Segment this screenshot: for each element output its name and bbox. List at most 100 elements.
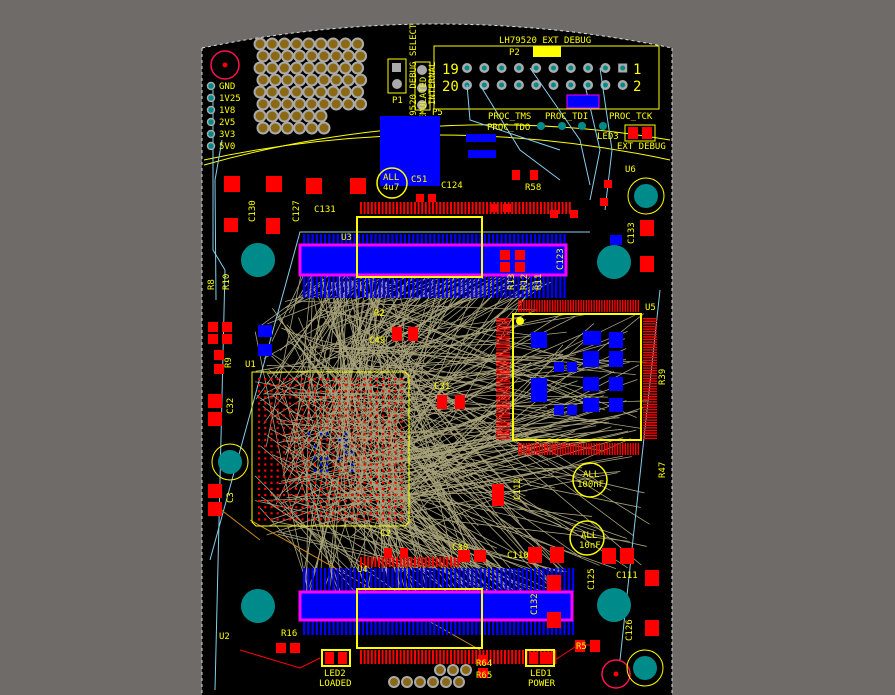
smd-pad[interactable] bbox=[208, 412, 222, 426]
smd-pad[interactable] bbox=[392, 327, 402, 341]
smd-pad[interactable] bbox=[400, 548, 408, 558]
smd-pad[interactable] bbox=[604, 180, 612, 188]
ic-pin bbox=[392, 650, 395, 664]
smd-pad[interactable] bbox=[290, 643, 300, 653]
smd-pad[interactable] bbox=[547, 575, 561, 591]
power-pin[interactable] bbox=[206, 117, 216, 127]
ratsnest-line bbox=[286, 471, 621, 499]
smd-pad[interactable] bbox=[490, 204, 498, 212]
u4-body[interactable] bbox=[298, 590, 574, 622]
p1-pin2[interactable] bbox=[392, 79, 402, 89]
smd-pad[interactable] bbox=[222, 322, 232, 332]
mounting-hole-bottom-right[interactable] bbox=[601, 659, 631, 689]
ic-pin bbox=[525, 443, 528, 455]
smd-pad[interactable] bbox=[437, 395, 447, 409]
u3-body[interactable] bbox=[298, 243, 568, 277]
power-pin[interactable] bbox=[206, 129, 216, 139]
smd-pad[interactable] bbox=[550, 210, 558, 218]
smd-pad[interactable] bbox=[208, 322, 218, 332]
smd-pad[interactable] bbox=[458, 550, 470, 562]
smd-pad[interactable] bbox=[640, 220, 654, 236]
smd-pad[interactable] bbox=[515, 262, 525, 272]
smd-pad[interactable] bbox=[590, 640, 600, 652]
via bbox=[354, 73, 368, 87]
smd-pad[interactable] bbox=[208, 334, 218, 344]
smd-pad[interactable] bbox=[214, 364, 224, 374]
led2-outline[interactable] bbox=[321, 649, 351, 667]
led1-outline[interactable] bbox=[525, 649, 555, 667]
smd-pad[interactable] bbox=[208, 394, 222, 408]
smd-pad[interactable] bbox=[602, 548, 616, 564]
smd-pad[interactable] bbox=[266, 218, 280, 234]
smd-pad[interactable] bbox=[416, 194, 424, 202]
bga-ball bbox=[351, 463, 354, 466]
smd-pad[interactable] bbox=[500, 262, 510, 272]
smd-pad[interactable] bbox=[478, 655, 488, 665]
smd-pad[interactable] bbox=[478, 668, 488, 678]
smd-pad[interactable] bbox=[600, 198, 608, 206]
power-pin-label: 2V5 bbox=[219, 118, 235, 128]
u5-courtyard[interactable] bbox=[512, 313, 642, 441]
smd-pad[interactable] bbox=[455, 395, 465, 409]
bga-ball bbox=[344, 518, 347, 521]
smd-pad[interactable] bbox=[640, 256, 654, 272]
smd-pad[interactable] bbox=[408, 327, 418, 341]
p1-pin1[interactable] bbox=[392, 63, 401, 72]
power-pin-label: GND bbox=[219, 82, 235, 92]
smd-pad[interactable] bbox=[570, 210, 578, 218]
bga-ball bbox=[344, 481, 347, 484]
bga-ball bbox=[388, 518, 391, 521]
power-pin[interactable] bbox=[206, 81, 216, 91]
smd-pad[interactable] bbox=[266, 176, 282, 192]
u1-bga[interactable] bbox=[258, 378, 403, 521]
bga-ball bbox=[301, 451, 304, 454]
smd-pad[interactable] bbox=[528, 547, 542, 563]
power-pin[interactable] bbox=[206, 105, 216, 115]
smd-pad[interactable] bbox=[276, 643, 286, 653]
smd-pad[interactable] bbox=[222, 334, 232, 344]
smd-pad[interactable] bbox=[515, 250, 525, 260]
ic-pin bbox=[555, 234, 558, 245]
smd-pad[interactable] bbox=[500, 250, 510, 260]
bga-ball bbox=[270, 439, 273, 442]
mounting-hole-top-left[interactable] bbox=[210, 50, 240, 80]
power-pin[interactable] bbox=[206, 93, 216, 103]
smd-pad[interactable] bbox=[350, 178, 366, 194]
ratsnest-line bbox=[352, 446, 477, 573]
smd-pad[interactable] bbox=[474, 550, 486, 562]
smd-pad[interactable] bbox=[224, 176, 240, 192]
bga-ball bbox=[313, 512, 316, 515]
smd-pad[interactable] bbox=[645, 620, 659, 636]
power-pin[interactable] bbox=[206, 141, 216, 151]
ic-pin bbox=[529, 568, 533, 592]
p5-pin[interactable] bbox=[417, 83, 427, 93]
smd-pad[interactable] bbox=[214, 350, 224, 360]
smd-pad[interactable] bbox=[384, 548, 392, 558]
smd-pad[interactable] bbox=[645, 570, 659, 586]
smd-pad[interactable] bbox=[530, 170, 538, 180]
smd-pad[interactable] bbox=[224, 218, 238, 232]
smd-pad[interactable] bbox=[575, 640, 585, 652]
smd-pad-bottom[interactable] bbox=[610, 235, 622, 245]
smd-pad[interactable] bbox=[428, 194, 436, 202]
smd-pad[interactable] bbox=[208, 484, 222, 498]
smd-pad[interactable] bbox=[208, 502, 222, 516]
p5-pin[interactable] bbox=[417, 65, 427, 75]
smd-pad[interactable] bbox=[306, 178, 322, 194]
smd-pad-bottom[interactable] bbox=[258, 325, 272, 337]
ic-pin bbox=[580, 300, 582, 312]
smd-pad[interactable] bbox=[620, 548, 634, 564]
smd-pad-bottom[interactable] bbox=[258, 344, 272, 356]
smd-pad[interactable] bbox=[547, 612, 561, 628]
ic-pin bbox=[593, 443, 595, 455]
ic-pin bbox=[460, 650, 463, 664]
smd-pad[interactable] bbox=[512, 170, 520, 180]
smd-pad[interactable] bbox=[503, 204, 511, 212]
smd-pad[interactable] bbox=[492, 484, 504, 506]
ic-pin bbox=[549, 443, 551, 455]
ratsnest-line bbox=[334, 346, 636, 376]
ic-pin bbox=[441, 568, 444, 592]
smd-pad[interactable] bbox=[550, 547, 564, 563]
p5-pin[interactable] bbox=[417, 100, 427, 110]
